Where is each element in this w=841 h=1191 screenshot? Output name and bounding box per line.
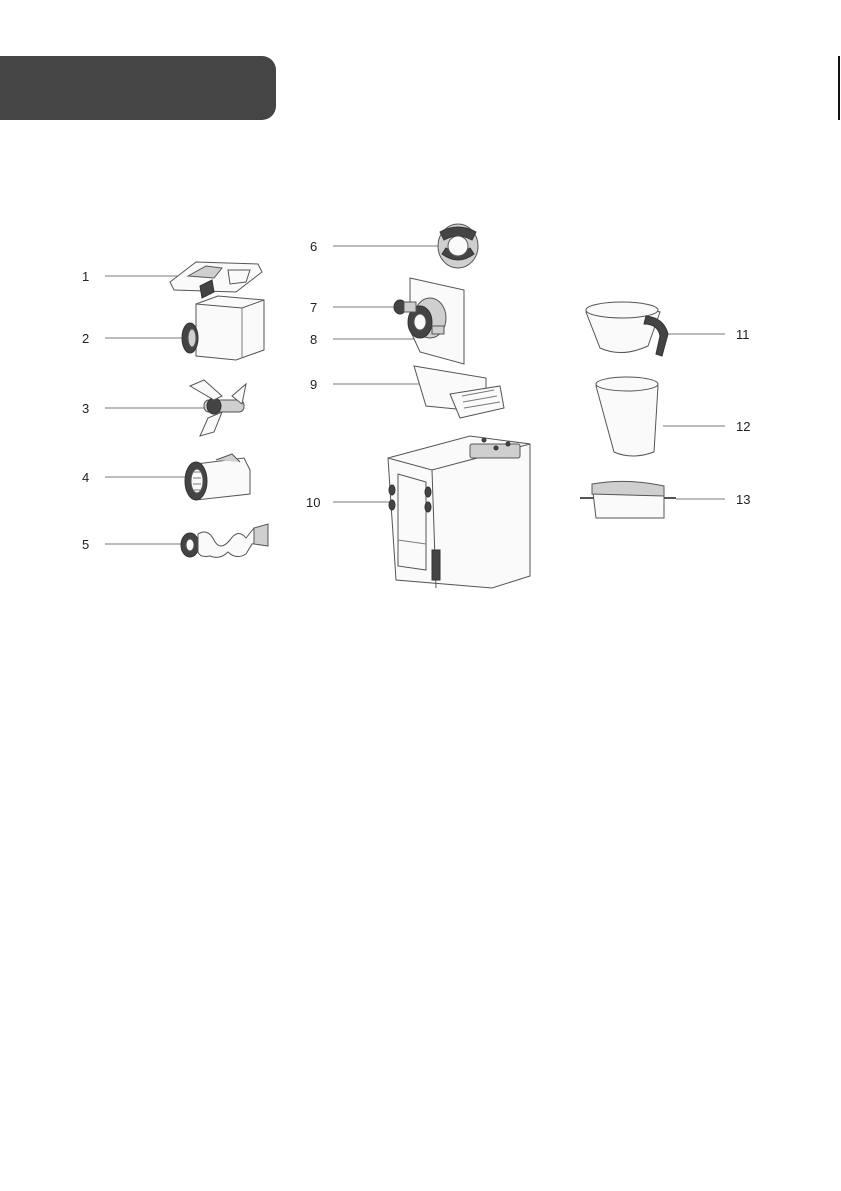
juice-outlet-icon xyxy=(394,300,416,314)
part-number-12: 12 xyxy=(736,420,750,433)
locking-cap-icon xyxy=(438,224,478,268)
front-cover-icon xyxy=(408,278,464,364)
hopper-icon xyxy=(182,296,264,360)
juice-jug-icon xyxy=(586,302,668,356)
part-number-13: 13 xyxy=(736,493,750,506)
part-number-5: 5 xyxy=(82,538,89,551)
part-number-10: 10 xyxy=(306,496,320,509)
auger-icon xyxy=(181,524,268,557)
part-number-4: 4 xyxy=(82,471,89,484)
part-number-3: 3 xyxy=(82,402,89,415)
part-number-1: 1 xyxy=(82,270,89,283)
part-number-6: 6 xyxy=(310,240,317,253)
pulp-container-icon xyxy=(596,377,658,456)
part-number-8: 8 xyxy=(310,333,317,346)
cleaning-brush-icon xyxy=(580,481,676,518)
part-number-7: 7 xyxy=(310,301,317,314)
juicing-screen-icon xyxy=(185,454,250,500)
part-number-2: 2 xyxy=(82,332,89,345)
pulp-chute-icon xyxy=(414,366,504,418)
motor-base-icon xyxy=(388,436,530,588)
hopper-lid-icon xyxy=(170,262,262,298)
part-number-11: 11 xyxy=(736,328,750,341)
part-number-9: 9 xyxy=(310,378,317,391)
